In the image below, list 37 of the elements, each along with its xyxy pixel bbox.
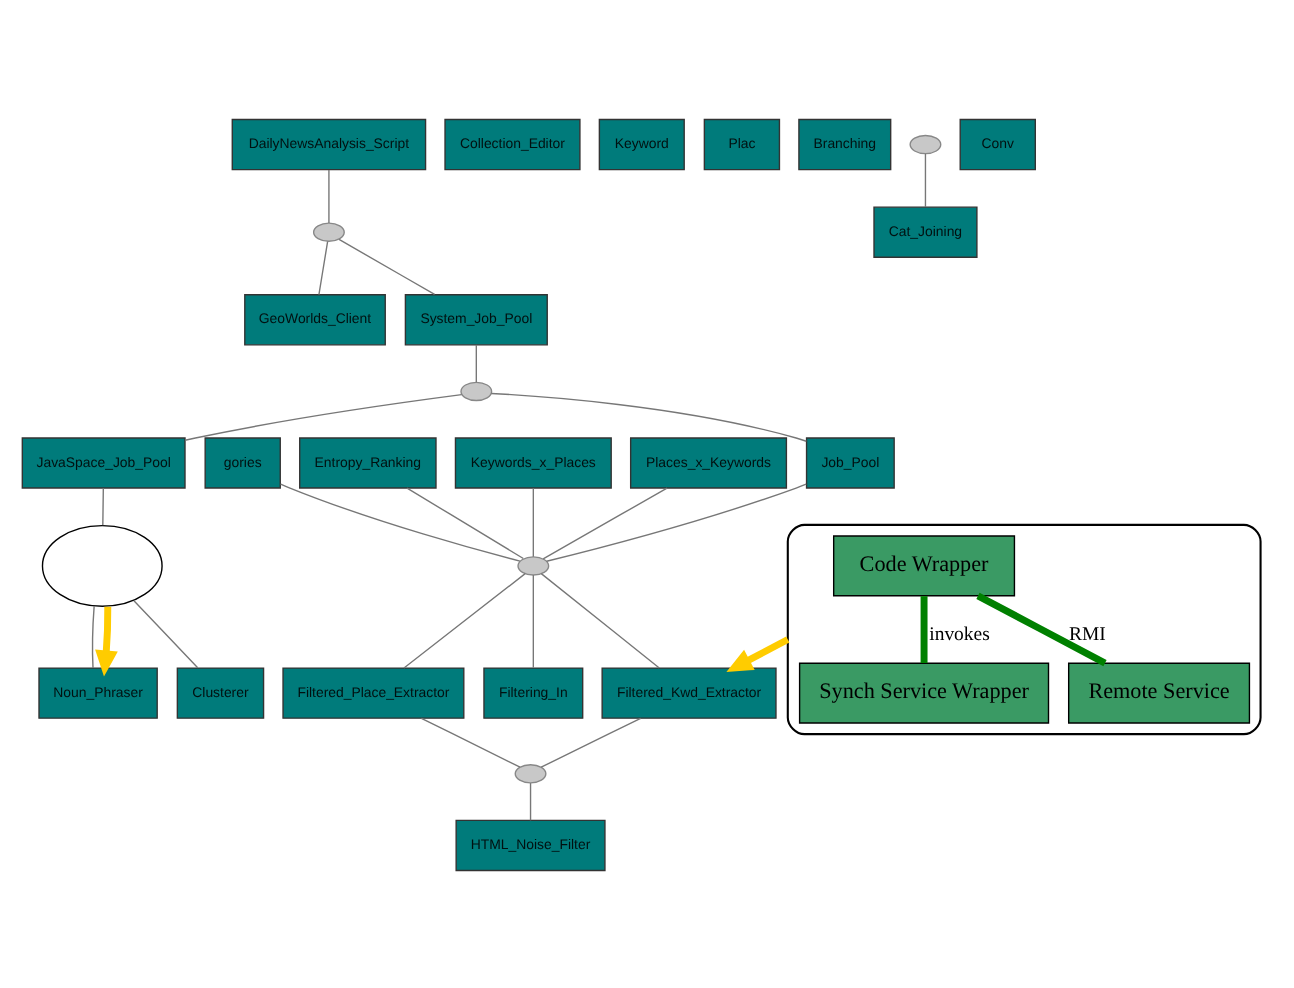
connector [545, 482, 807, 561]
connector [540, 571, 660, 668]
connector [532, 486, 535, 557]
arrow [95, 605, 118, 676]
cluster [786, 522, 1262, 735]
node-box: Code Wrapper [833, 534, 1016, 596]
node-circle [514, 763, 547, 783]
node-circle [460, 380, 493, 401]
connector [91, 604, 95, 668]
connector [338, 237, 436, 295]
connector [328, 168, 330, 223]
connector [475, 343, 477, 382]
connector [102, 486, 104, 525]
node-box: Remote Service [1067, 661, 1251, 723]
edge-label: invokes [929, 622, 990, 645]
connector [490, 391, 807, 441]
connector [532, 573, 535, 668]
connector [924, 152, 927, 207]
connector [976, 591, 1107, 666]
arrow [726, 635, 790, 671]
connector [529, 781, 532, 820]
node-circle [517, 555, 550, 575]
connector [920, 595, 928, 663]
connector [542, 486, 668, 559]
node-cloud [41, 523, 163, 606]
connector [279, 482, 521, 561]
connector [184, 392, 463, 440]
connector [403, 571, 526, 668]
connector [406, 486, 525, 559]
node-circle [312, 221, 345, 241]
connector [540, 716, 642, 767]
edge-label: RMI [1069, 622, 1106, 645]
node-box: Synch Service Wrapper [798, 661, 1050, 723]
node-circle [909, 133, 942, 154]
connector [318, 239, 329, 295]
connector [420, 716, 521, 767]
connector [133, 598, 199, 668]
